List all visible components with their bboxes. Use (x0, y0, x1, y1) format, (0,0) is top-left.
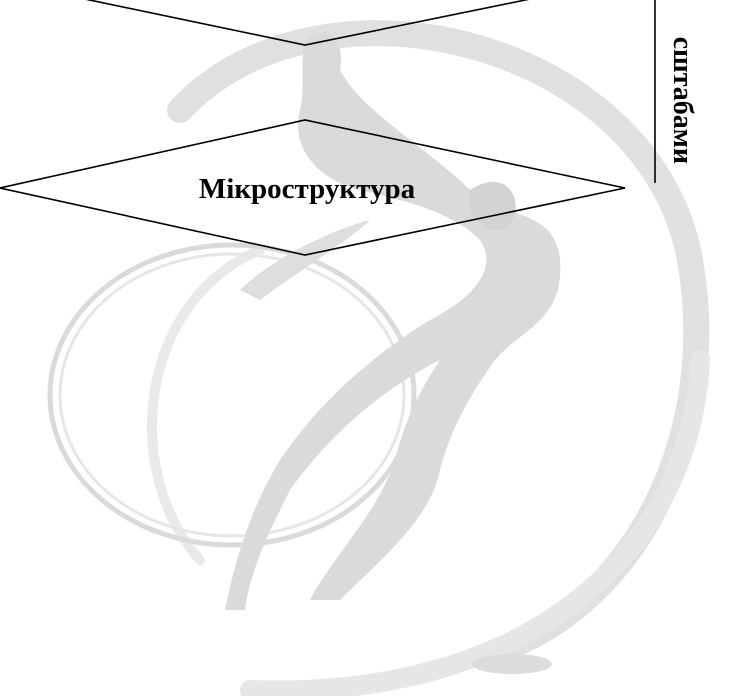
side-rotated-label: сштабами (667, 37, 698, 164)
microstructure-label: Мікроструктура (199, 173, 416, 205)
gymnast-watermark (50, 32, 700, 691)
